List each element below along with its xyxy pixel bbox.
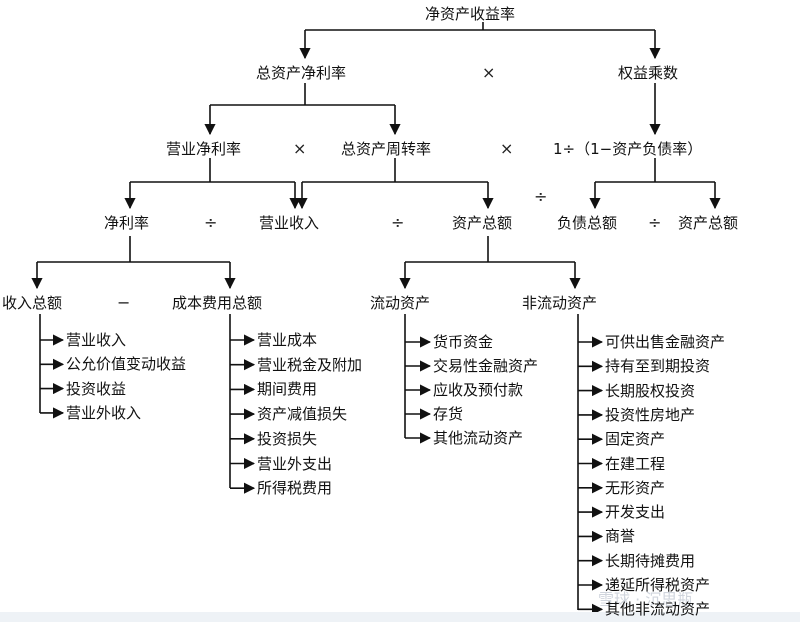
noncurrent-asset-item: 长期股权投资 (605, 381, 696, 400)
divide-operator: ÷ (534, 187, 548, 206)
divide-operator: ÷ (648, 213, 662, 232)
total-liabilities-node: 负债总额 (557, 214, 618, 232)
current-assets-node: 流动资产 (370, 294, 431, 312)
revenue-item: 公允价值变动收益 (66, 355, 187, 374)
multiply-operator: × (482, 63, 496, 82)
asset-turnover-node: 总资产周转率 (341, 140, 432, 158)
revenue-item: 营业收入 (66, 331, 127, 349)
operating-revenue-node: 营业收入 (259, 214, 320, 232)
multiply-operator: × (293, 139, 307, 158)
debt-ratio-node: 1÷（1−资产负债率） (553, 140, 703, 158)
minus-operator: − (117, 293, 131, 312)
total-assets-node: 资产总额 (452, 214, 513, 232)
current-asset-item: 货币资金 (433, 333, 494, 351)
revenue-item: 投资收益 (66, 379, 127, 398)
net-profit-margin-node: 营业净利率 (166, 140, 242, 158)
total-cost-node: 成本费用总额 (172, 294, 263, 312)
cost-item: 营业税金及附加 (257, 355, 363, 374)
current-asset-item: 其他流动资产 (433, 429, 524, 447)
cost-item: 所得税费用 (257, 479, 333, 498)
total-assets-node-2: 资产总额 (678, 214, 739, 232)
divide-operator: ÷ (204, 213, 218, 232)
noncurrent-asset-item: 投资性房地产 (605, 405, 696, 424)
cost-item: 资产减值损失 (257, 405, 348, 424)
cost-item: 投资损失 (257, 429, 318, 448)
total-revenue-node: 收入总额 (2, 294, 63, 312)
cost-item: 营业成本 (257, 331, 318, 349)
divide-operator: ÷ (391, 213, 405, 232)
noncurrent-asset-item: 可供出售金融资产 (605, 333, 726, 351)
noncurrent-asset-item: 固定资产 (605, 430, 666, 449)
net-profit-node: 净利率 (104, 214, 150, 232)
noncurrent-assets-node: 非流动资产 (522, 294, 598, 312)
cost-item: 期间费用 (257, 380, 318, 399)
current-asset-item: 应收及预付款 (433, 381, 524, 399)
roe-title: 净资产收益率 (425, 5, 516, 23)
current-asset-item: 存货 (433, 405, 464, 423)
noncurrent-asset-item: 开发支出 (605, 503, 666, 522)
equity-multiplier-node: 权益乘数 (618, 64, 679, 82)
noncurrent-asset-item: 其他非流动资产 (605, 600, 711, 619)
revenue-item: 营业外收入 (66, 403, 142, 422)
noncurrent-asset-item: 在建工程 (605, 454, 666, 473)
current-asset-item: 交易性金融资产 (433, 357, 539, 375)
noncurrent-asset-item: 递延所得税资产 (605, 576, 711, 594)
bottom-strip (0, 612, 800, 622)
noncurrent-asset-item: 商誉 (605, 527, 636, 546)
multiply-operator: × (500, 139, 514, 158)
cost-item: 营业外支出 (257, 454, 333, 473)
watermark: 雪球 · 沉思瓶 (598, 590, 694, 609)
noncurrent-asset-item: 无形资产 (605, 478, 666, 497)
noncurrent-asset-item: 持有至到期投资 (605, 357, 711, 376)
roa-node: 总资产净利率 (256, 64, 347, 82)
noncurrent-asset-item: 长期待摊费用 (605, 551, 696, 570)
